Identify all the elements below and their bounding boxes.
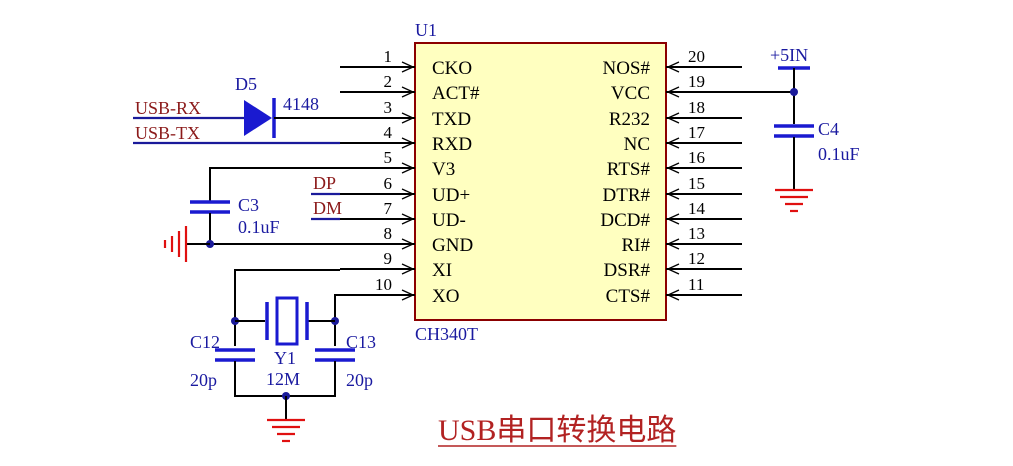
pin-arrow-icon xyxy=(666,289,680,301)
pin-number: 2 xyxy=(384,72,393,91)
cap-c12-ref-label: C12 xyxy=(190,332,220,352)
pin-arrow-icon xyxy=(401,137,415,149)
pin-number: 4 xyxy=(384,123,393,142)
pin-number: 11 xyxy=(688,275,704,294)
pin-arrow-icon xyxy=(401,289,415,301)
pin-number: 10 xyxy=(375,275,392,294)
pin-number: 13 xyxy=(688,224,705,243)
pin-arrow-icon xyxy=(401,238,415,250)
pin-number: 5 xyxy=(384,148,393,167)
cap-c12-value-label: 20p xyxy=(190,370,217,390)
pin-arrow-icon xyxy=(401,188,415,200)
pin-name: TXD xyxy=(432,109,471,130)
ground-symbol-c4 xyxy=(775,188,813,213)
pin-number: 17 xyxy=(688,123,706,142)
pin-number: 20 xyxy=(688,47,705,66)
crystal-value-label: 12M xyxy=(266,369,300,389)
ic-body xyxy=(414,42,667,321)
cap-c3-value-label: 0.1uF xyxy=(238,217,280,237)
ground-symbol-crystal xyxy=(267,418,305,443)
pin-name: DSR# xyxy=(604,260,651,281)
pin-name: ACT# xyxy=(432,83,480,104)
pin-name: NOS# xyxy=(602,58,650,79)
pin-name: DTR# xyxy=(603,185,651,206)
pin-name: CTS# xyxy=(606,286,651,307)
cap-c13-value-label: 20p xyxy=(346,370,373,390)
pin-number: 14 xyxy=(688,199,706,218)
pin-name: CKO xyxy=(432,58,472,79)
pin-arrow-icon xyxy=(666,61,680,73)
cap-c13-ref-label: C13 xyxy=(346,332,376,352)
cap-c3-ref-label: C3 xyxy=(238,195,259,215)
pin-arrow-icon xyxy=(666,137,680,149)
ic-ref-label: U1 xyxy=(415,20,437,40)
wire-v3 xyxy=(209,167,340,201)
pin-name: NC xyxy=(624,134,650,155)
crystal-ref-label: Y1 xyxy=(274,348,296,368)
pin-number: 15 xyxy=(688,174,705,193)
pin-arrow-icon xyxy=(666,263,680,275)
cap-c4-ref-label: C4 xyxy=(818,119,839,139)
pin-number: 1 xyxy=(384,47,393,66)
pin-arrow-icon xyxy=(401,162,415,174)
pin-arrow-icon xyxy=(401,263,415,275)
pin-arrow-icon xyxy=(401,112,415,124)
ic-part-label: CH340T xyxy=(415,324,478,344)
pin-number: 3 xyxy=(384,98,393,117)
pin-arrow-icon xyxy=(666,238,680,250)
pin-arrow-icon xyxy=(666,86,680,98)
wire-xo xyxy=(334,294,340,346)
cap-c4-value-label: 0.1uF xyxy=(818,144,860,164)
pin-number: 8 xyxy=(384,224,393,243)
pin-number: 7 xyxy=(384,199,393,218)
pin-name: DCD# xyxy=(600,210,650,231)
diode-value-label: 4148 xyxy=(283,94,319,114)
pin-name: GND xyxy=(432,235,473,256)
pin-arrow-icon xyxy=(666,162,680,174)
diode-d5-body xyxy=(244,100,272,136)
pin-name: V3 xyxy=(432,159,455,180)
net-label-power: +5IN xyxy=(770,45,808,65)
crystal-y1-body xyxy=(275,296,299,346)
pin-number: 16 xyxy=(688,148,705,167)
pin-name: VCC xyxy=(611,83,650,104)
pin-arrow-icon xyxy=(666,213,680,225)
pin-arrow-icon xyxy=(666,188,680,200)
pin-name: RTS# xyxy=(607,159,651,180)
junction-vcc xyxy=(790,88,798,96)
pin-name: UD+ xyxy=(432,185,470,206)
net-label-dp: DP xyxy=(313,173,336,193)
pin-arrow-icon xyxy=(401,213,415,225)
net-label-usb-rx: USB-RX xyxy=(135,98,201,118)
pin-arrow-icon xyxy=(401,86,415,98)
pin-arrow-icon xyxy=(666,112,680,124)
pin-number: 9 xyxy=(384,249,393,268)
pin-number: 19 xyxy=(688,72,705,91)
net-label-usb-tx: USB-TX xyxy=(135,123,200,143)
diagram-caption: USB串口转换电路 xyxy=(438,414,676,447)
pin-name: R232 xyxy=(609,109,650,130)
pin-number: 12 xyxy=(688,249,705,268)
pin-name: RI# xyxy=(622,235,651,256)
pin-arrow-icon xyxy=(401,61,415,73)
net-label-dm: DM xyxy=(313,198,342,218)
pin-number: 18 xyxy=(688,98,705,117)
pin-name: XI xyxy=(432,260,452,281)
pin-number: 6 xyxy=(384,174,393,193)
pin-name: RXD xyxy=(432,134,472,155)
wire-xi xyxy=(234,269,340,346)
pin-name: UD- xyxy=(432,210,466,231)
diode-ref-label: D5 xyxy=(235,74,257,94)
ground-symbol-c3 xyxy=(163,226,188,262)
pin-name: XO xyxy=(432,286,459,307)
